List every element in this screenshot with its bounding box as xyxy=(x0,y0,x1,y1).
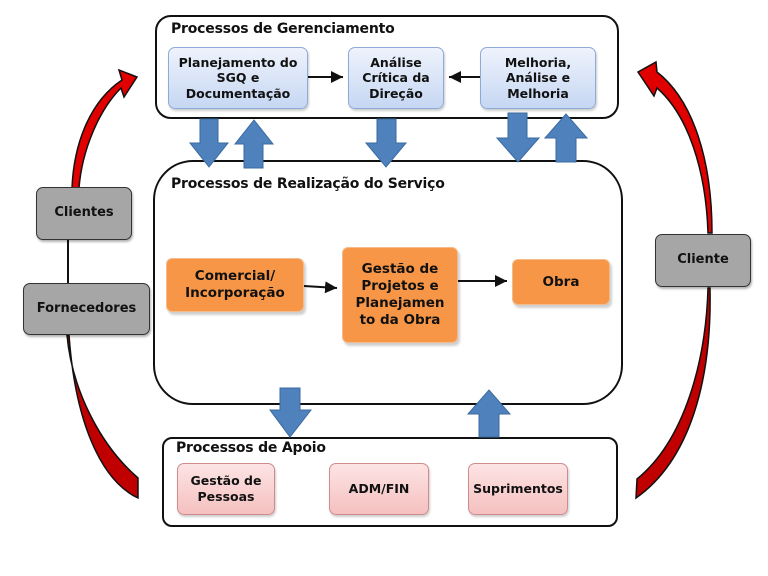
right-bottom-curved-arrow xyxy=(635,287,711,500)
node-adm-fin[interactable]: ADM/FIN xyxy=(329,463,429,515)
node-client[interactable]: Cliente xyxy=(655,234,751,287)
node-sgq-planning[interactable]: Planejamento do SGQ e Documentação xyxy=(168,47,308,109)
left-output-curved-arrow xyxy=(66,334,139,500)
node-commercial[interactable]: Comercial/ Incorporação xyxy=(166,258,304,312)
support-group-title: Processos de Apoio xyxy=(176,440,326,456)
node-people-management[interactable]: Gestão de Pessoas xyxy=(177,463,275,515)
node-clients[interactable]: Clientes xyxy=(36,187,132,240)
management-group-title: Processos de Gerenciamento xyxy=(171,21,395,37)
node-construction[interactable]: Obra xyxy=(512,259,610,305)
node-project-planning[interactable]: Gestão de Projetos e Planejamen to da Ob… xyxy=(342,247,458,343)
node-improvement[interactable]: Melhoria, Análise e Melhoria xyxy=(480,47,596,109)
right-top-curved-arrow xyxy=(636,60,713,234)
left-input-curved-arrow xyxy=(71,68,139,189)
realization-group-title: Processos de Realização do Serviço xyxy=(171,176,445,192)
node-suppliers[interactable]: Fornecedores xyxy=(23,283,150,335)
node-procurement[interactable]: Suprimentos xyxy=(468,463,568,515)
node-management-review[interactable]: Análise Crítica da Direção xyxy=(348,47,444,109)
